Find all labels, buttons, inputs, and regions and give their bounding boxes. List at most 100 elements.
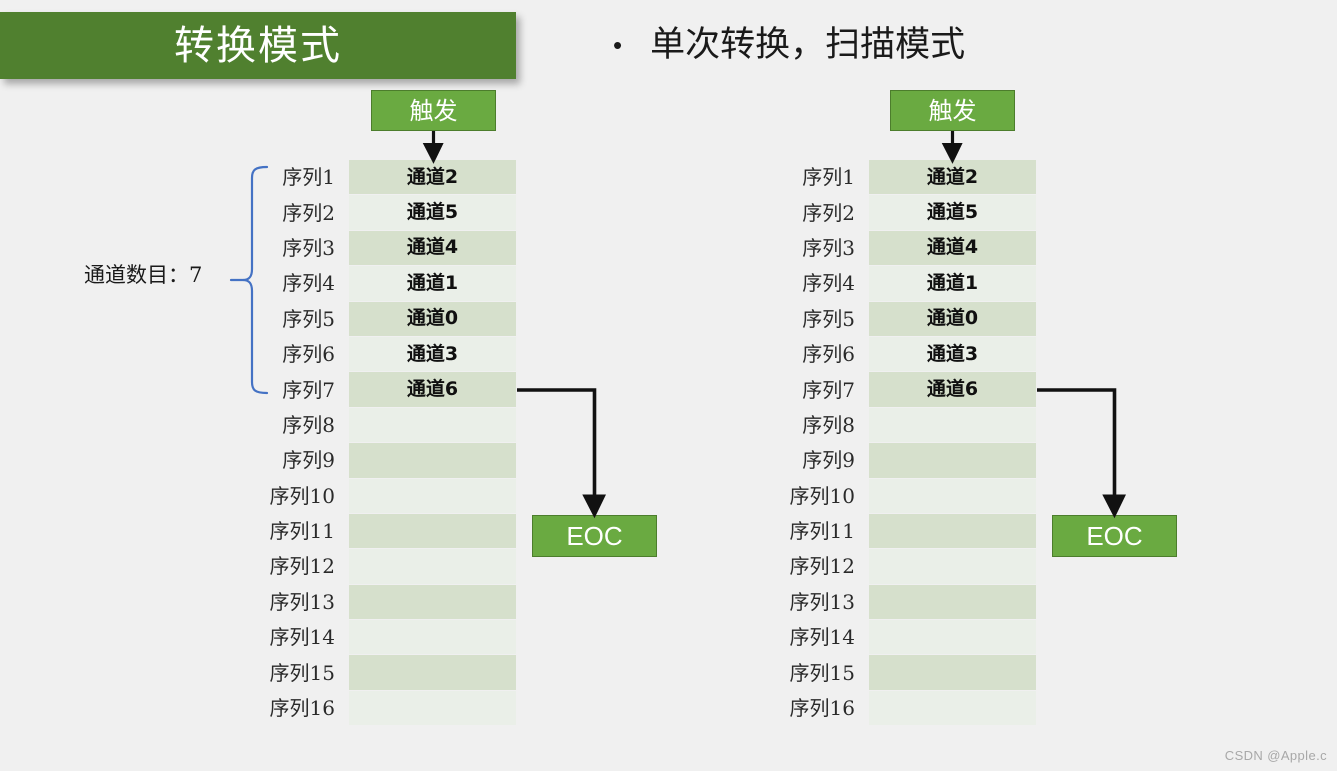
table-row: 序列15 (790, 655, 1036, 691)
sequence-row-label: 序列12 (269, 554, 335, 579)
sequence-row-label: 序列16 (269, 696, 335, 721)
sequence-row-channel (869, 655, 1036, 689)
sequence-row-label: 序列2 (802, 200, 855, 225)
table-row: 序列2 通道5 (802, 195, 1036, 231)
sequence-row-label: 序列3 (282, 235, 335, 260)
table-row: 序列5 通道0 (282, 301, 516, 337)
table-row: 序列11 (790, 513, 1036, 550)
table-row: 序列3 通道4 (802, 230, 1036, 267)
table-row: 序列16 (270, 690, 516, 727)
sequence-row-label: 序列9 (282, 448, 335, 473)
sequence-row-label: 序列5 (802, 306, 855, 331)
sequence-row-channel (869, 620, 1036, 654)
sequence-row-label: 序列13 (269, 589, 335, 614)
table-row: 序列3 通道4 (282, 230, 516, 267)
sequence-row-channel: 通道0 (406, 307, 459, 330)
table-row: 序列1 通道2 (282, 160, 516, 196)
table-row: 序列6 通道3 (802, 336, 1036, 373)
table-row: 序列10 (790, 478, 1036, 514)
left-trigger-label: 触发 (409, 96, 458, 125)
table-row: 序列12 (270, 549, 516, 585)
table-row: 序列8 (282, 407, 516, 444)
sequence-row-label: 序列7 (802, 377, 855, 402)
left-trigger-box[interactable]: 触发 (371, 90, 496, 131)
sequence-row-channel (869, 443, 1036, 477)
sequence-row-label: 序列9 (802, 448, 855, 473)
table-row: 序列13 (270, 584, 516, 621)
sequence-row-label: 序列14 (269, 625, 335, 650)
sequence-row-label: 序列14 (789, 625, 855, 650)
right-eoc-label: EOC (1086, 521, 1143, 551)
sequence-row-label: 序列6 (282, 342, 335, 367)
table-row: 序列8 (802, 407, 1036, 444)
table-row: 序列7 通道6 (282, 372, 516, 408)
sequence-row-label: 序列2 (282, 200, 335, 225)
sequence-row-channel: 通道3 (926, 342, 979, 365)
sequence-row-label: 序列12 (789, 554, 855, 579)
table-row: 序列2 通道5 (282, 195, 516, 231)
sequence-row-label: 序列11 (269, 519, 335, 544)
table-row: 序列9 (802, 443, 1036, 479)
sequence-row-channel: 通道0 (926, 307, 979, 330)
table-row: 序列13 (790, 584, 1036, 621)
sequence-row-label: 序列1 (802, 165, 855, 190)
table-row: 序列11 (270, 513, 516, 550)
bullet-heading-text: 单次转换，扫描模式 (650, 24, 966, 65)
sequence-row-channel: 通道5 (406, 201, 459, 224)
sequence-row-channel: 通道2 (926, 165, 979, 188)
sequence-row-channel (869, 514, 1036, 548)
sequence-row-channel (869, 408, 1036, 442)
table-row: 序列16 (790, 690, 1036, 727)
right-trigger-label: 触发 (928, 96, 977, 125)
sequence-row-channel (869, 549, 1036, 583)
sequence-row-label: 序列6 (802, 342, 855, 367)
sequence-row-label: 序列1 (282, 165, 335, 190)
sequence-row-label: 序列11 (789, 519, 855, 544)
sequence-row-channel (869, 585, 1036, 619)
sequence-row-label: 序列15 (269, 660, 335, 685)
sequence-row-label: 序列10 (789, 483, 855, 508)
bullet-marker-icon: • (613, 30, 623, 60)
sequence-row-channel: 通道2 (406, 165, 459, 188)
sequence-row-label: 序列13 (789, 589, 855, 614)
sequence-row-channel: 通道4 (926, 236, 979, 259)
table-row: 序列5 通道0 (802, 301, 1036, 337)
table-row: 序列14 (790, 620, 1036, 656)
sequence-row-label: 序列16 (789, 696, 855, 721)
bullet-heading: • 单次转换，扫描模式 (613, 18, 965, 72)
sequence-row-channel (869, 691, 1036, 725)
left-eoc-label: EOC (566, 521, 623, 551)
table-row: 序列10 (270, 478, 516, 514)
sequence-row-label: 序列8 (282, 412, 335, 437)
sequence-row-label: 序列4 (802, 271, 855, 296)
watermark: CSDN @Apple.c (1224, 748, 1327, 763)
sequence-row-channel: 通道6 (406, 378, 459, 401)
channel-count-label: 通道数目：7 (84, 263, 203, 287)
left-eoc-box[interactable]: EOC (532, 515, 657, 557)
table-row: 序列7 通道6 (802, 372, 1036, 408)
sequence-row-label: 序列3 (802, 235, 855, 260)
right-trigger-box[interactable]: 触发 (890, 90, 1015, 131)
table-row: 序列15 (270, 655, 516, 691)
sequence-row-channel: 通道5 (926, 201, 979, 224)
sequence-row-channel: 通道3 (406, 342, 459, 365)
right-eoc-box[interactable]: EOC (1052, 515, 1177, 557)
sequence-row-channel: 通道4 (406, 236, 459, 259)
table-row: 序列1 通道2 (802, 160, 1036, 196)
sequence-row-label: 序列7 (282, 377, 335, 402)
slide-title-banner: 转换模式 (0, 12, 516, 79)
sequence-row-channel: 通道6 (926, 378, 979, 401)
sequence-row-label: 序列8 (802, 412, 855, 437)
sequence-row-label: 序列10 (269, 483, 335, 508)
sequence-row-label: 序列15 (789, 660, 855, 685)
table-row: 序列9 (282, 443, 516, 479)
table-row: 序列14 (270, 620, 516, 656)
sequence-row-label: 序列5 (282, 306, 335, 331)
sequence-row-channel: 通道1 (406, 271, 459, 294)
